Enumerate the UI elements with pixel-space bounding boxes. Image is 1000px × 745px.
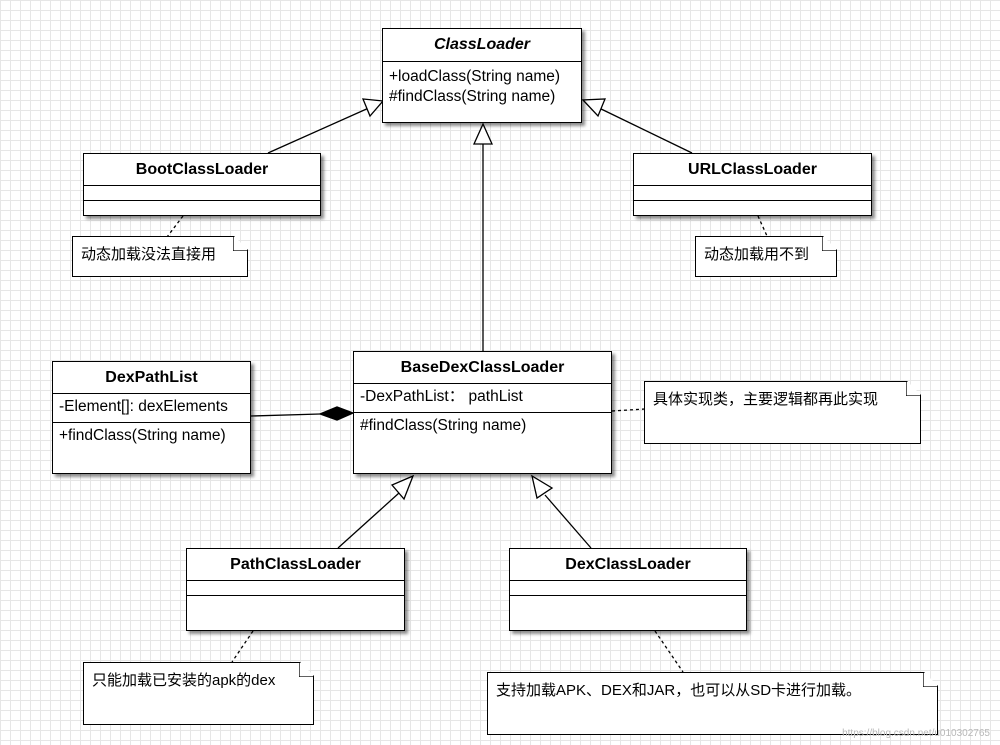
url-note-text: 动态加载用不到	[704, 246, 810, 263]
dex-generalization-line	[544, 494, 592, 549]
url-generalization-arrow	[581, 98, 606, 118]
url-note: 动态加载用不到	[695, 236, 837, 277]
dexpathlist-methods: +findClass(String name)	[53, 423, 250, 449]
basedex-note: 具体实现类，主要逻辑都再此实现	[644, 381, 921, 444]
bootclassloader-name: BootClassLoader	[84, 154, 320, 186]
pathclassloader-attributes	[187, 581, 404, 596]
note-fold-icon	[233, 237, 247, 251]
classloader-name: ClassLoader	[383, 29, 581, 62]
url-generalization-line	[596, 106, 693, 154]
composition-diamond	[318, 406, 355, 421]
urlclassloader-name: URLClassLoader	[634, 154, 871, 186]
bootclassloader-attributes	[84, 186, 320, 201]
basedexclassloader-name: BaseDexClassLoader	[354, 352, 611, 384]
dexpathlist-attributes: -Element[]: dexElements	[53, 394, 250, 423]
classloader-class: ClassLoader +loadClass(String name) #fin…	[382, 28, 582, 123]
note-fold-icon	[906, 382, 920, 396]
boot-note-anchor	[166, 215, 184, 238]
classloader-methods: +loadClass(String name) #findClass(Strin…	[383, 62, 581, 110]
dex-note: 支持加载APK、DEX和JAR，也可以从SD卡进行加载。	[487, 672, 938, 735]
dexpathlist-name: DexPathList	[53, 362, 250, 394]
basedexclassloader-class: BaseDexClassLoader -DexPathList： pathLis…	[353, 351, 612, 474]
watermark: https://blog.csdn.net/u010302765	[842, 728, 990, 739]
dex-note-text: 支持加载APK、DEX和JAR，也可以从SD卡进行加载。	[496, 682, 862, 699]
path-note-text: 只能加载已安装的apk的dex	[92, 672, 276, 689]
urlclassloader-class: URLClassLoader	[633, 153, 872, 216]
composition-line	[250, 413, 321, 417]
dexclassloader-methods	[510, 596, 746, 629]
path-generalization-arrow	[390, 474, 415, 501]
boot-generalization-arrow	[361, 98, 385, 118]
dexpathlist-findclass-method: +findClass(String name)	[59, 427, 226, 444]
dexpathlist-dexelements-attribute: -Element[]: dexElements	[59, 398, 228, 415]
dexclassloader-class: DexClassLoader	[509, 548, 747, 631]
urlclassloader-methods	[634, 201, 871, 214]
dex-note-anchor	[654, 630, 684, 673]
boot-note: 动态加载没法直接用	[72, 236, 248, 277]
basedexclassloader-pathlist-attribute: -DexPathList： pathList	[360, 388, 523, 405]
path-note-anchor	[231, 630, 254, 663]
dexpathlist-class: DexPathList -Element[]: dexElements +fin…	[52, 361, 251, 474]
basedex-generalization-arrow	[472, 122, 494, 145]
urlclassloader-attributes	[634, 186, 871, 201]
bootclassloader-class: BootClassLoader	[83, 153, 321, 216]
classloader-findclass-method: #findClass(String name)	[389, 88, 556, 105]
basedexclassloader-attributes: -DexPathList： pathList	[354, 384, 611, 413]
note-fold-icon	[923, 673, 937, 687]
note-fold-icon	[822, 237, 836, 251]
pathclassloader-class: PathClassLoader	[186, 548, 405, 631]
bootclassloader-methods	[84, 201, 320, 214]
pathclassloader-name: PathClassLoader	[187, 549, 404, 581]
pathclassloader-methods	[187, 596, 404, 629]
url-note-anchor	[757, 215, 768, 237]
basedexclassloader-findclass-method: #findClass(String name)	[360, 417, 527, 434]
basedexclassloader-methods: #findClass(String name)	[354, 413, 611, 439]
path-note: 只能加载已安装的apk的dex	[83, 662, 314, 725]
dexclassloader-name: DexClassLoader	[510, 549, 746, 581]
note-fold-icon	[299, 663, 313, 677]
basedex-note-anchor	[611, 408, 646, 412]
dex-generalization-arrow	[531, 474, 554, 500]
dexclassloader-attributes	[510, 581, 746, 596]
boot-generalization-line	[267, 106, 372, 154]
classloader-loadclass-method: +loadClass(String name)	[389, 68, 561, 85]
boot-note-text: 动态加载没法直接用	[81, 246, 217, 263]
basedex-note-text: 具体实现类，主要逻辑都再此实现	[653, 391, 879, 408]
path-generalization-line	[337, 492, 400, 549]
